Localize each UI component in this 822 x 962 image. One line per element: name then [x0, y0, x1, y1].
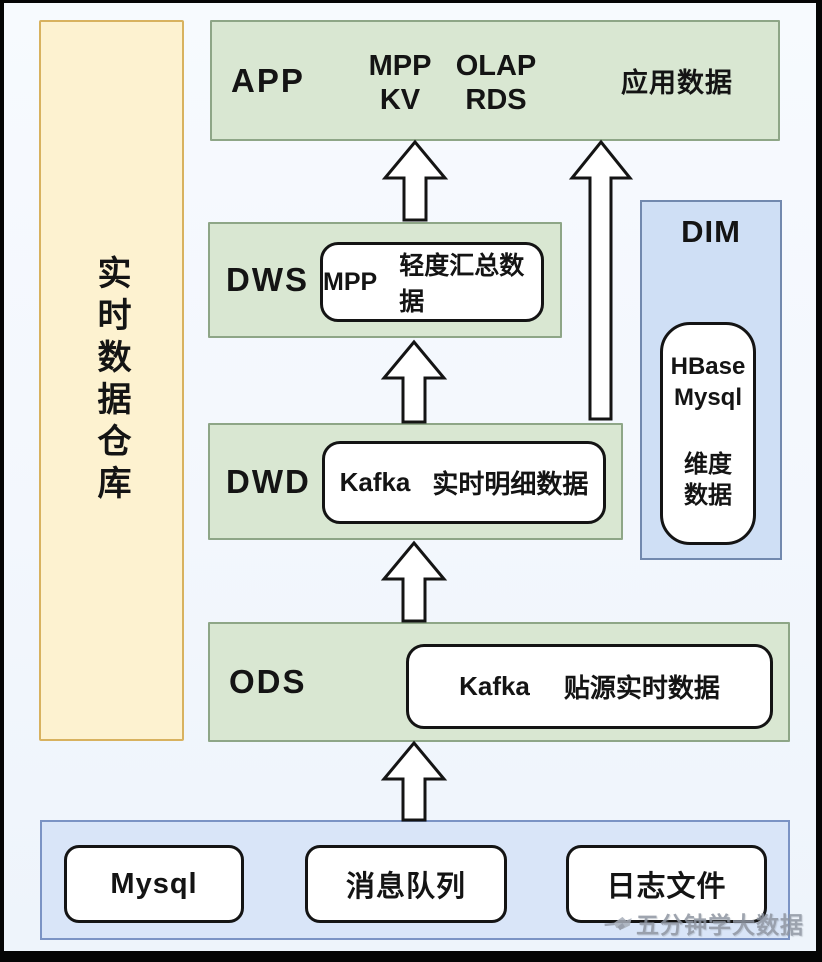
- dim-db-mysql: Mysql: [673, 384, 742, 411]
- sources-strip: Mysql 消息队列 日志文件: [40, 820, 790, 940]
- layer-app: APP MPP OLAP KV RDS 应用数据: [210, 20, 780, 141]
- dim-desc-line2: 数据: [684, 482, 732, 509]
- layer-dwd-title: DWD: [226, 462, 311, 500]
- source-mysql-label: Mysql: [110, 867, 198, 900]
- realtime-warehouse-box: 实时数据仓库: [39, 20, 184, 741]
- source-message-queue: 消息队列: [305, 845, 507, 923]
- layer-dws: DWS MPP 轻度汇总数据: [208, 222, 562, 338]
- dwd-card: Kafka 实时明细数据: [322, 441, 606, 524]
- app-tech-kv: KV: [379, 84, 421, 116]
- ods-card-desc: 贴源实时数据: [563, 673, 720, 703]
- layer-ods-title: ODS: [229, 663, 307, 700]
- dwd-card-tech: Kafka: [339, 467, 411, 497]
- layer-ods: ODS Kafka 贴源实时数据: [208, 622, 790, 742]
- arrow-dwd-to-dws: [380, 339, 448, 424]
- app-tech-mpp: MPP: [368, 50, 432, 82]
- dws-card-desc: 轻度汇总数据: [399, 252, 525, 316]
- arrow-sources-to-ods: [380, 740, 448, 822]
- source-mysql: Mysql: [64, 845, 244, 923]
- layer-dws-title: DWS: [226, 261, 309, 298]
- app-tech-grid: MPP OLAP KV RDS: [352, 22, 544, 139]
- realtime-warehouse-label: 实时数据仓库: [92, 254, 130, 507]
- app-tech-olap: OLAP: [455, 50, 537, 82]
- dwd-card-desc: 实时明细数据: [432, 469, 589, 499]
- source-message-queue-label: 消息队列: [345, 871, 466, 903]
- dws-card: MPP 轻度汇总数据: [320, 242, 544, 322]
- arrow-dwd-to-app: [568, 139, 634, 421]
- dim-db-hbase: HBase: [670, 353, 746, 380]
- dim-desc-line1: 维度: [684, 451, 732, 478]
- watermark: 五分钟学大数据: [604, 902, 804, 944]
- ods-card-tech: Kafka: [459, 671, 530, 701]
- arrow-dws-to-app: [381, 139, 449, 222]
- ods-card: Kafka 贴源实时数据: [406, 644, 773, 729]
- app-tech-rds: RDS: [465, 84, 527, 116]
- watermark-icon: [604, 916, 632, 931]
- watermark-text: 五分钟学大数据: [636, 912, 804, 938]
- layer-app-title: APP: [231, 61, 305, 99]
- layer-dwd: DWD Kafka 实时明细数据: [208, 423, 623, 540]
- app-data-note: 应用数据: [621, 68, 733, 98]
- source-log-file: 日志文件: [566, 845, 767, 923]
- block-dim: DIM HBase Mysql 维度 数据: [640, 200, 782, 560]
- dws-card-tech: MPP: [323, 267, 378, 296]
- source-log-file-label: 日志文件: [606, 871, 727, 903]
- block-dim-title: DIM: [681, 214, 741, 249]
- dim-card: HBase Mysql 维度 数据: [660, 322, 756, 545]
- arrow-ods-to-dwd: [380, 540, 448, 623]
